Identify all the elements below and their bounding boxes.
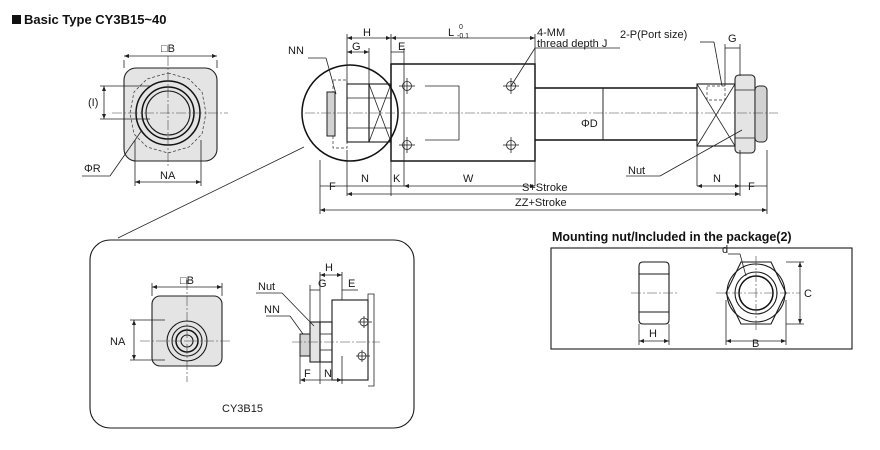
detail-box — [89, 239, 415, 429]
l-label: L — [448, 27, 454, 39]
mounting-nut-front-view — [716, 253, 804, 345]
end-view-square-b-label: □B — [161, 43, 175, 55]
mounting-nut-d-label: d — [722, 244, 728, 256]
detail-na-label: NA — [110, 336, 126, 348]
mounting-nut-box — [550, 247, 853, 350]
title-bullet — [12, 15, 21, 24]
mounting-nut-title: Mounting nut/Included in the package(2) — [552, 230, 792, 244]
side-view — [301, 34, 778, 214]
detail-f-label: F — [304, 368, 311, 380]
detail-nn-label: NN — [264, 304, 280, 316]
mounting-nut-side-view — [631, 261, 677, 345]
f-left-label: F — [329, 181, 336, 193]
l-tolerance-upper: 0 — [459, 24, 463, 31]
w-label: W — [463, 173, 474, 185]
end-view-na-label: NA — [160, 170, 176, 182]
detail-nut-label: Nut — [258, 281, 275, 293]
mounting-nut-b-label: B — [752, 338, 759, 350]
n-left-label: N — [361, 173, 369, 185]
end-view-i-label: (I) — [88, 97, 98, 109]
l-tolerance-lower: -0.1 — [457, 33, 469, 40]
nut-label: Nut — [628, 165, 645, 177]
k-label: K — [393, 173, 401, 185]
end-view — [82, 54, 228, 186]
detail-square-b-label: □B — [180, 275, 194, 287]
detail-h-label: H — [325, 262, 333, 274]
thread-depth-label: thread depth J — [537, 38, 607, 50]
g-right-label: G — [728, 33, 737, 45]
mounting-nut-c-label: C — [804, 288, 812, 300]
n-right-label: N — [713, 173, 721, 185]
h-label: H — [363, 27, 371, 39]
e-label: E — [398, 41, 405, 53]
f-right-label: F — [748, 181, 755, 193]
detail-leader — [117, 146, 305, 239]
g-label: G — [352, 41, 361, 53]
detail-g-label: G — [318, 278, 327, 290]
end-view-phi-r-label: ΦR — [84, 163, 101, 175]
page-title: Basic Type CY3B15~40 — [24, 12, 166, 27]
detail-side-view — [256, 272, 380, 387]
detail-caption: CY3B15 — [222, 403, 263, 415]
nn-label: NN — [288, 45, 304, 57]
mounting-nut-h-label: H — [649, 328, 657, 340]
detail-n-label: N — [324, 368, 332, 380]
port-size-label: 2-P(Port size) — [620, 29, 687, 41]
zz-stroke-label: ZZ+Stroke — [515, 197, 567, 209]
detail-e-label: E — [348, 278, 355, 290]
detail-end-view — [130, 280, 232, 382]
phi-d-label: ΦD — [581, 118, 598, 130]
four-mm-label: 4-MM — [537, 27, 565, 39]
s-stroke-label: S+Stroke — [522, 182, 568, 194]
